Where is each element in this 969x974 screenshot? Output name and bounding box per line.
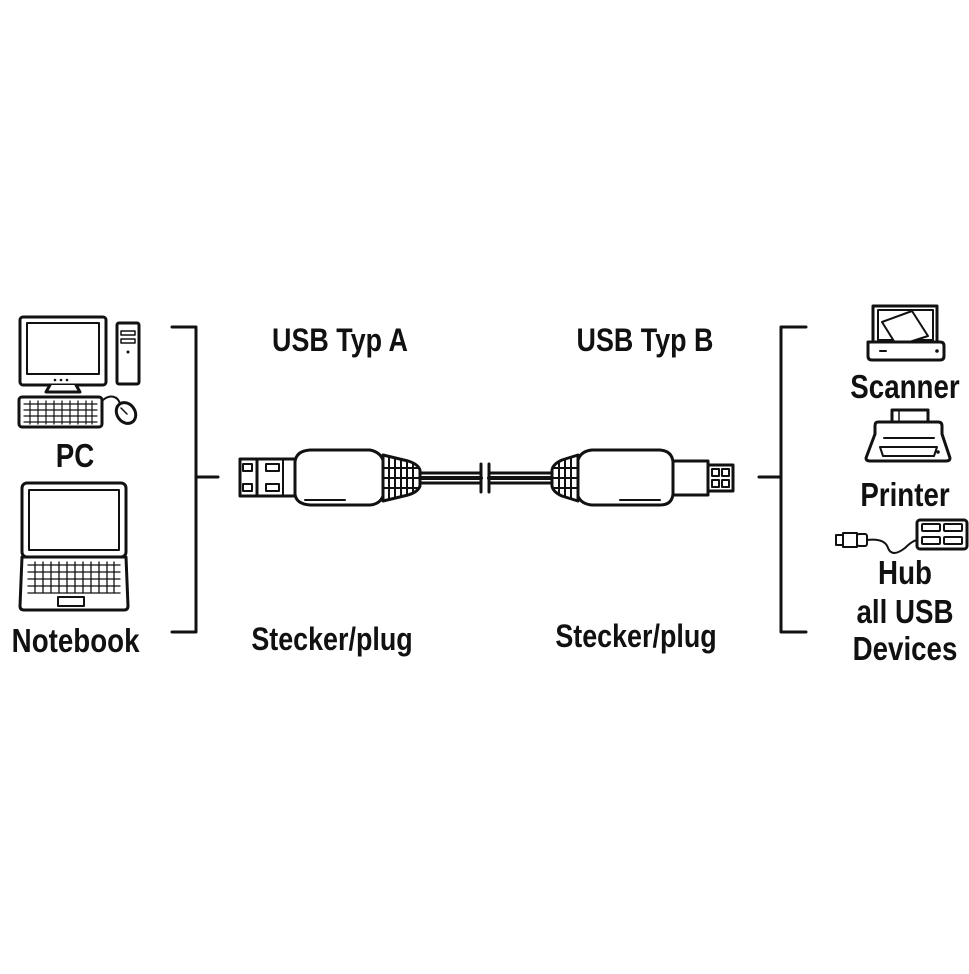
host-label-notebook: Notebook (11, 622, 140, 659)
right-bracket (757, 325, 808, 634)
peripheral-label-devices: Devices (852, 630, 958, 667)
desktop-pc-icon (17, 315, 141, 429)
usb-cable (418, 462, 554, 494)
peripheral-label-all-usb: all USB (856, 593, 954, 630)
notebook-icon (18, 481, 130, 612)
usb-type-b-subtitle: Stecker/plug (555, 618, 717, 654)
usb-hub-icon (835, 518, 969, 554)
peripheral-label-printer: Printer (860, 476, 950, 513)
usb-type-a-plug-icon (238, 448, 422, 507)
printer-icon (864, 408, 952, 463)
usb-type-b-plug-icon (550, 448, 735, 507)
usb-type-b-title: USB Typ B (576, 322, 714, 358)
host-label-pc: PC (55, 437, 95, 474)
scanner-icon (866, 304, 946, 362)
usb-type-a-title: USB Typ A (272, 322, 408, 358)
peripheral-label-scanner: Scanner (850, 368, 960, 405)
peripheral-label-hub: Hub (878, 554, 932, 591)
left-bracket (170, 325, 220, 634)
usb-type-a-subtitle: Stecker/plug (251, 621, 413, 657)
